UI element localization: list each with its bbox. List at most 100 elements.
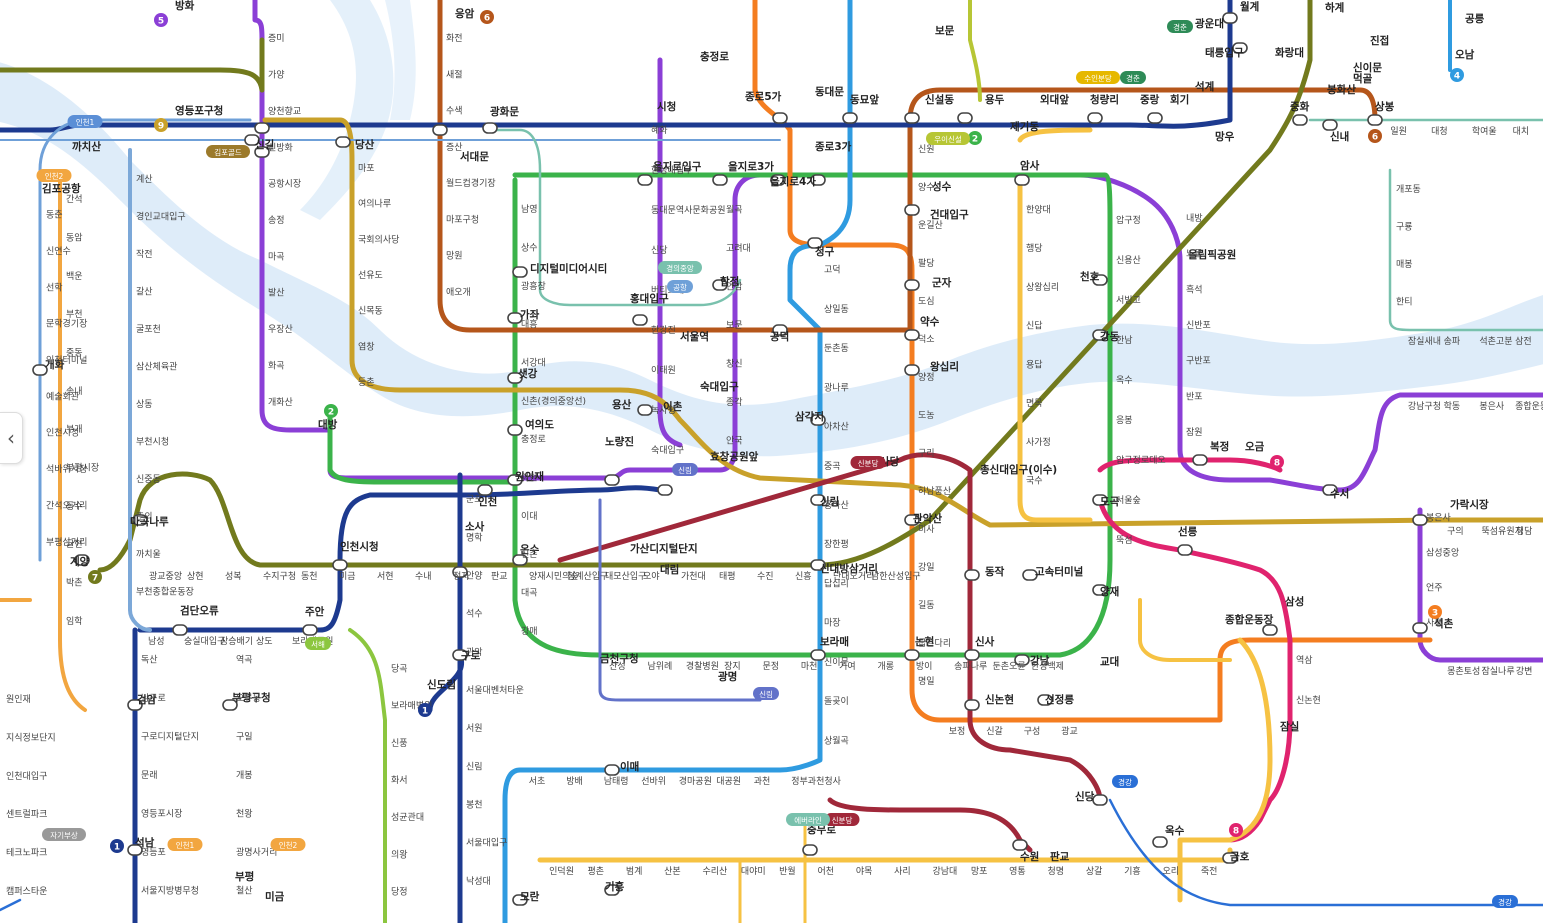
station-label[interactable]: 신촌(경의중앙선) (521, 395, 586, 407)
station-label[interactable]: 신림 (466, 760, 483, 772)
station-label-major[interactable]: 삼각지 (795, 410, 824, 423)
station-label[interactable]: 대공원 (716, 776, 741, 787)
station-label[interactable]: 문래 (141, 770, 158, 781)
station-label[interactable]: 증산 (446, 142, 463, 153)
station-label[interactable]: 백운 (66, 271, 83, 282)
station-label[interactable]: 서빙고 (1116, 295, 1141, 306)
station-label-major[interactable]: 오금 (1245, 441, 1265, 453)
station-label[interactable]: 내방 (1186, 213, 1203, 224)
station-label[interactable]: 가천대 (681, 571, 706, 582)
station-label-major[interactable]: 영등포구청 (175, 104, 223, 117)
station-label[interactable]: 안국 (726, 436, 743, 447)
station-label[interactable]: 혜화 (651, 124, 668, 136)
station-label[interactable]: 인천대입구 (6, 770, 47, 782)
station-label[interactable]: 국회의사당 (358, 234, 399, 245)
station-label-major[interactable]: 암사 (1020, 159, 1040, 172)
station-label[interactable]: 신흥 (795, 570, 812, 582)
station-label[interactable]: 잠실새내 (1408, 336, 1441, 347)
station-label[interactable]: 단대오거리 (833, 571, 874, 582)
station-label-major[interactable]: 양재 (1100, 585, 1119, 598)
station-label-major[interactable]: 광운대 (1195, 17, 1224, 30)
station-label-major[interactable]: 가좌 (520, 308, 540, 321)
station-marker[interactable] (303, 625, 317, 635)
station-label[interactable]: 수내 (415, 571, 432, 582)
station-label-major[interactable]: 금호 (1230, 850, 1250, 863)
station-label-major[interactable]: 검단오류 (180, 604, 219, 617)
station-label[interactable]: 사가정 (1026, 437, 1051, 448)
station-label[interactable]: 서울대입구 (466, 837, 507, 849)
station-marker[interactable] (965, 700, 979, 710)
station-marker[interactable] (1093, 795, 1107, 805)
station-label-major[interactable]: 방화 (175, 0, 195, 12)
station-marker[interactable] (658, 485, 672, 495)
station-label-major[interactable]: 대방 (318, 418, 338, 431)
station-label-major[interactable]: 공릉 (1465, 13, 1485, 25)
station-label[interactable]: 종합운동장 (1515, 401, 1543, 412)
station-label-major[interactable]: 봉화산 (1327, 83, 1356, 96)
station-label[interactable]: 동대문역사문화공원 (651, 205, 726, 216)
station-label-major[interactable]: 이매 (620, 760, 639, 773)
station-label[interactable]: 까치울 (136, 548, 161, 560)
station-label[interactable]: 춘의 (136, 511, 153, 522)
station-label-major[interactable]: 수서 (1330, 487, 1349, 500)
station-label-major[interactable]: 용두 (985, 94, 1005, 106)
station-label-major[interactable]: 서대문 (460, 150, 489, 163)
station-marker[interactable] (605, 765, 619, 775)
station-label[interactable]: 양재시민의숲 (529, 571, 579, 582)
station-label[interactable]: 공항시장 (268, 179, 301, 190)
station-label-major[interactable]: 월계 (1240, 0, 1259, 13)
station-label-major[interactable]: 디지털미디어시티 (530, 262, 607, 275)
station-label-major[interactable]: 중랑 (1140, 94, 1160, 106)
station-label-major[interactable]: 신도림 (427, 678, 456, 691)
station-label[interactable]: 독산 (141, 654, 158, 665)
station-label[interactable]: 대청 (1431, 126, 1448, 137)
station-marker[interactable] (1413, 515, 1427, 525)
station-label-major[interactable]: 광화문 (490, 105, 519, 118)
station-label[interactable]: 과천 (754, 776, 771, 787)
station-label[interactable]: 역곡 (236, 654, 253, 665)
station-label[interactable]: 수색 (446, 106, 463, 117)
station-label[interactable]: 상동 (136, 399, 153, 410)
station-label[interactable]: 충정로 (521, 434, 546, 445)
station-label[interactable]: 영등포시장 (141, 809, 182, 820)
station-label[interactable]: 구리 (918, 448, 935, 459)
station-label[interactable]: 계산 (136, 173, 153, 185)
station-label[interactable]: 녹사평 (651, 405, 676, 416)
station-label[interactable]: 산성 (609, 661, 626, 672)
station-label[interactable]: 반월 (779, 865, 796, 877)
station-label[interactable]: 군포 (466, 494, 483, 505)
station-marker[interactable] (433, 125, 447, 135)
station-marker[interactable] (905, 650, 919, 660)
station-marker[interactable] (1088, 113, 1102, 123)
back-button[interactable]: ‹ (0, 412, 23, 464)
station-label[interactable]: 노들 (1186, 249, 1203, 260)
station-label-major[interactable]: 까치산 (72, 140, 101, 153)
station-label-major[interactable]: 상봉 (1375, 100, 1395, 113)
station-label[interactable]: 보정 (949, 726, 966, 737)
station-label[interactable]: 개롱 (878, 661, 895, 672)
station-label[interactable]: 구반포 (1186, 356, 1211, 367)
station-label[interactable]: 안암 (726, 280, 743, 292)
station-label[interactable]: 상수 (521, 243, 538, 254)
station-label[interactable]: 양천향교 (268, 105, 301, 117)
station-marker[interactable] (508, 425, 522, 435)
station-label[interactable]: 기흥 (1124, 865, 1141, 877)
station-label[interactable]: 신촌 (521, 549, 538, 560)
station-label[interactable]: 정부과천청사 (791, 776, 841, 787)
station-label[interactable]: 평촌 (588, 866, 605, 877)
station-label[interactable]: 원인재 (6, 694, 31, 705)
station-label[interactable]: 신방화 (268, 142, 293, 153)
station-label-major[interactable]: 하계 (1325, 1, 1344, 14)
station-label[interactable]: 부천종합운동장 (136, 586, 194, 597)
station-label[interactable]: 도심 (918, 296, 935, 307)
station-label[interactable]: 남한산성입구 (871, 570, 921, 582)
station-label[interactable]: 삼전 (1515, 336, 1532, 347)
station-label[interactable]: 길동 (918, 600, 935, 611)
station-label[interactable]: 상현 (187, 571, 204, 582)
station-marker[interactable] (905, 205, 919, 215)
station-label[interactable]: 상도 (256, 636, 273, 647)
station-label-major[interactable]: 건대입구 (930, 208, 969, 221)
station-label[interactable]: 석수 (466, 609, 483, 620)
station-label[interactable]: 신용산 (1116, 255, 1141, 266)
station-label[interactable]: 고려대 (726, 243, 751, 254)
